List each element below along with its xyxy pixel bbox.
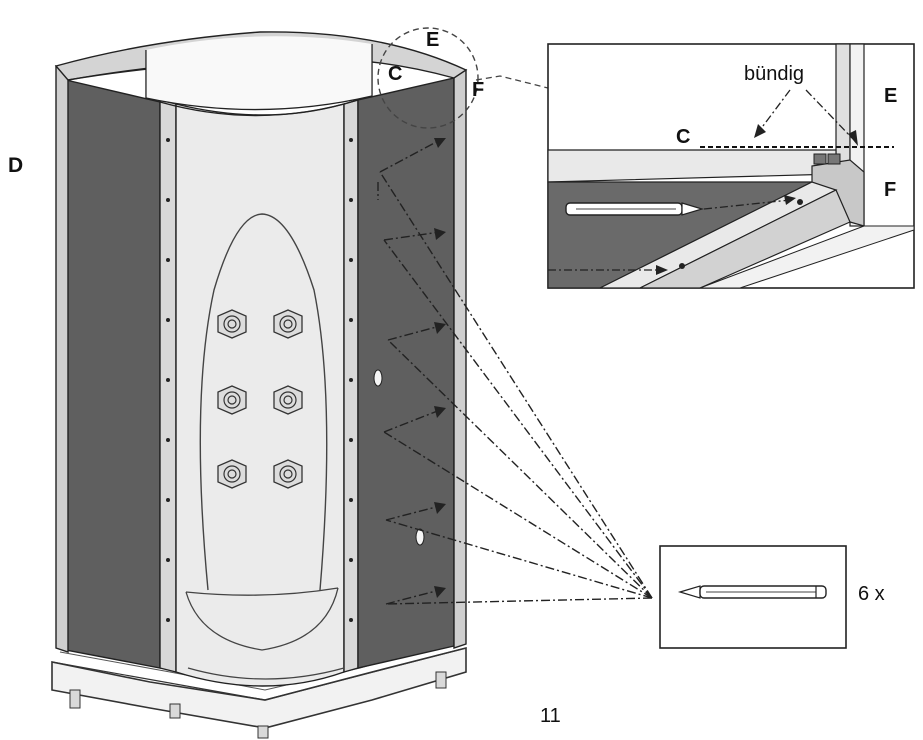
left-side-panel: [65, 79, 161, 669]
page-number: 11: [540, 705, 561, 727]
shower-tray: [51, 646, 467, 729]
post-screws: [166, 138, 353, 622]
detail-inset: [547, 43, 915, 289]
panel-hole: [373, 369, 383, 387]
label-flush: bündig: [744, 63, 804, 85]
left-door-post: [159, 99, 177, 673]
label-d: D: [8, 154, 23, 177]
label-f-detail: F: [884, 179, 896, 201]
label-count: 6 x: [858, 583, 885, 605]
foot: [69, 689, 81, 709]
shower-cabin: [51, 31, 468, 739]
marking-arrowheads: [434, 138, 446, 598]
foot: [169, 703, 181, 719]
seat-outline: [185, 587, 339, 651]
body-jets: [217, 309, 303, 489]
pencil-icon: [565, 202, 705, 216]
pencil-count-box: [659, 545, 847, 649]
label-e-main: E: [426, 29, 439, 51]
foot: [435, 671, 447, 689]
zoom-connector: [475, 75, 549, 89]
pencil-icon: [677, 585, 827, 599]
panel-hole: [415, 528, 425, 546]
right-corner-profile: [453, 68, 467, 649]
label-c-detail: C: [676, 126, 690, 148]
label-f-main: F: [472, 79, 484, 101]
marking-lines: [377, 139, 653, 605]
left-corner-profile: [55, 65, 69, 653]
detail-zoom-circle: [377, 27, 479, 129]
label-e-detail: E: [884, 85, 897, 107]
label-c-main: C: [388, 63, 402, 85]
right-side-panel: [357, 77, 455, 669]
right-door-post: [343, 99, 359, 673]
massage-panel-outline: [199, 213, 328, 591]
foot: [257, 725, 269, 739]
